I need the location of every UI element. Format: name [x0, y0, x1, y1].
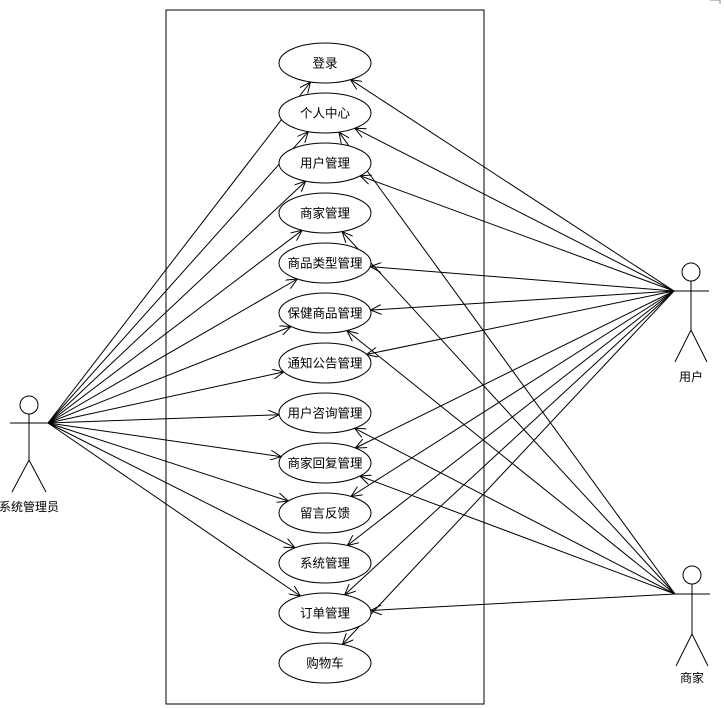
use-case-product-type-management: 商品类型管理 [278, 242, 372, 284]
stick-figure-icon [675, 565, 710, 667]
use-case-ellipse [278, 592, 372, 634]
association-admin-health-product-management [47, 327, 291, 424]
association-merchant-personal-center [339, 132, 676, 595]
association-admin-merchant-reply-management [47, 422, 281, 457]
system-boundary [165, 9, 485, 705]
association-admin-product-type-management [47, 279, 297, 424]
use-case-label: 商家回复管理 [287, 456, 363, 471]
use-case-merchant-management: 商家管理 [278, 192, 372, 234]
use-case-label: 登录 [312, 56, 337, 71]
use-case-ellipse [278, 492, 372, 534]
use-case-ellipse [278, 42, 372, 84]
use-case-user-management: 用户管理 [278, 142, 372, 184]
association-user-health-product-management [371, 290, 675, 310]
association-merchant-health-product-management [347, 331, 676, 595]
use-case-system-management: 系统管理 [278, 542, 372, 584]
use-case-ellipse [278, 242, 372, 284]
associations [47, 80, 676, 645]
association-admin-order-management [47, 422, 300, 596]
association-admin-system-management [47, 422, 295, 548]
association-user-system-management [347, 290, 675, 546]
association-user-notice-management [367, 290, 675, 354]
association-merchant-user-consult-management [355, 428, 676, 595]
use-case-ellipse [278, 292, 372, 334]
association-user-personal-center [355, 128, 675, 292]
use-case-login: 登录 [278, 42, 372, 84]
use-case-ellipse [278, 442, 372, 484]
association-user-login [351, 80, 675, 292]
association-admin-personal-center [47, 132, 308, 424]
use-case-shopping-cart: 购物车 [278, 642, 372, 684]
actor-merchant: 商家 [675, 565, 710, 685]
corner-mark [710, 0, 721, 4]
association-admin-login [47, 82, 310, 424]
association-user-message-feedback [351, 290, 675, 497]
association-admin-user-management [47, 181, 306, 424]
use-case-ellipse [278, 642, 372, 684]
association-user-user-management [360, 176, 675, 292]
use-case-ellipse [278, 92, 372, 134]
stick-figure-icon [10, 395, 48, 493]
use-case-health-product-management: 保健商品管理 [278, 292, 372, 334]
use-case-personal-center: 个人中心 [278, 92, 372, 134]
stick-figure-icon [674, 262, 709, 363]
association-admin-message-feedback [47, 422, 288, 501]
use-case-label: 系统管理 [300, 556, 351, 571]
association-admin-merchant-management [47, 230, 302, 424]
actor-label-user: 用户 [679, 369, 703, 384]
use-case-label: 通知公告管理 [287, 356, 363, 371]
use-case-label: 用户咨询管理 [287, 406, 363, 421]
use-case-ellipse [278, 192, 372, 234]
association-admin-notice-management [47, 372, 284, 424]
use-case-ellipse [278, 342, 372, 384]
use-case-message-feedback: 留言反馈 [278, 492, 372, 534]
association-user-product-type-management [370, 267, 675, 292]
association-merchant-merchant-management [342, 232, 676, 595]
association-user-order-management [345, 290, 675, 595]
use-case-ellipse [278, 542, 372, 584]
use-case-order-management: 订单管理 [278, 592, 372, 634]
actor-label-merchant: 商家 [680, 670, 704, 685]
association-user-shopping-cart [342, 290, 675, 645]
use-case-label: 留言反馈 [300, 506, 350, 521]
use-case-user-consult-management: 用户咨询管理 [278, 392, 372, 434]
use-case-label: 订单管理 [300, 606, 351, 621]
association-merchant-order-management [371, 593, 676, 611]
association-admin-user-consult-management [47, 415, 279, 424]
use-case-label: 商品类型管理 [287, 256, 363, 271]
association-merchant-merchant-reply-management [360, 476, 676, 595]
actor-user: 用户 [674, 262, 709, 384]
use-case-label: 保健商品管理 [287, 306, 363, 321]
use-case-label: 个人中心 [300, 106, 351, 121]
actor-label-admin: 系统管理员 [0, 499, 59, 514]
use-case-label: 购物车 [306, 656, 344, 671]
use-case-label: 用户管理 [300, 156, 351, 171]
use-cases: 登录个人中心用户管理商家管理商品类型管理保健商品管理通知公告管理用户咨询管理商家… [278, 42, 372, 684]
use-case-ellipse [278, 142, 372, 184]
use-case-merchant-reply-management: 商家回复管理 [278, 442, 372, 484]
use-case-notice-management: 通知公告管理 [278, 342, 372, 384]
use-case-ellipse [278, 392, 372, 434]
association-user-merchant-reply-management [355, 290, 675, 448]
use-case-label: 商家管理 [300, 206, 351, 221]
actor-admin: 系统管理员 [0, 395, 59, 514]
